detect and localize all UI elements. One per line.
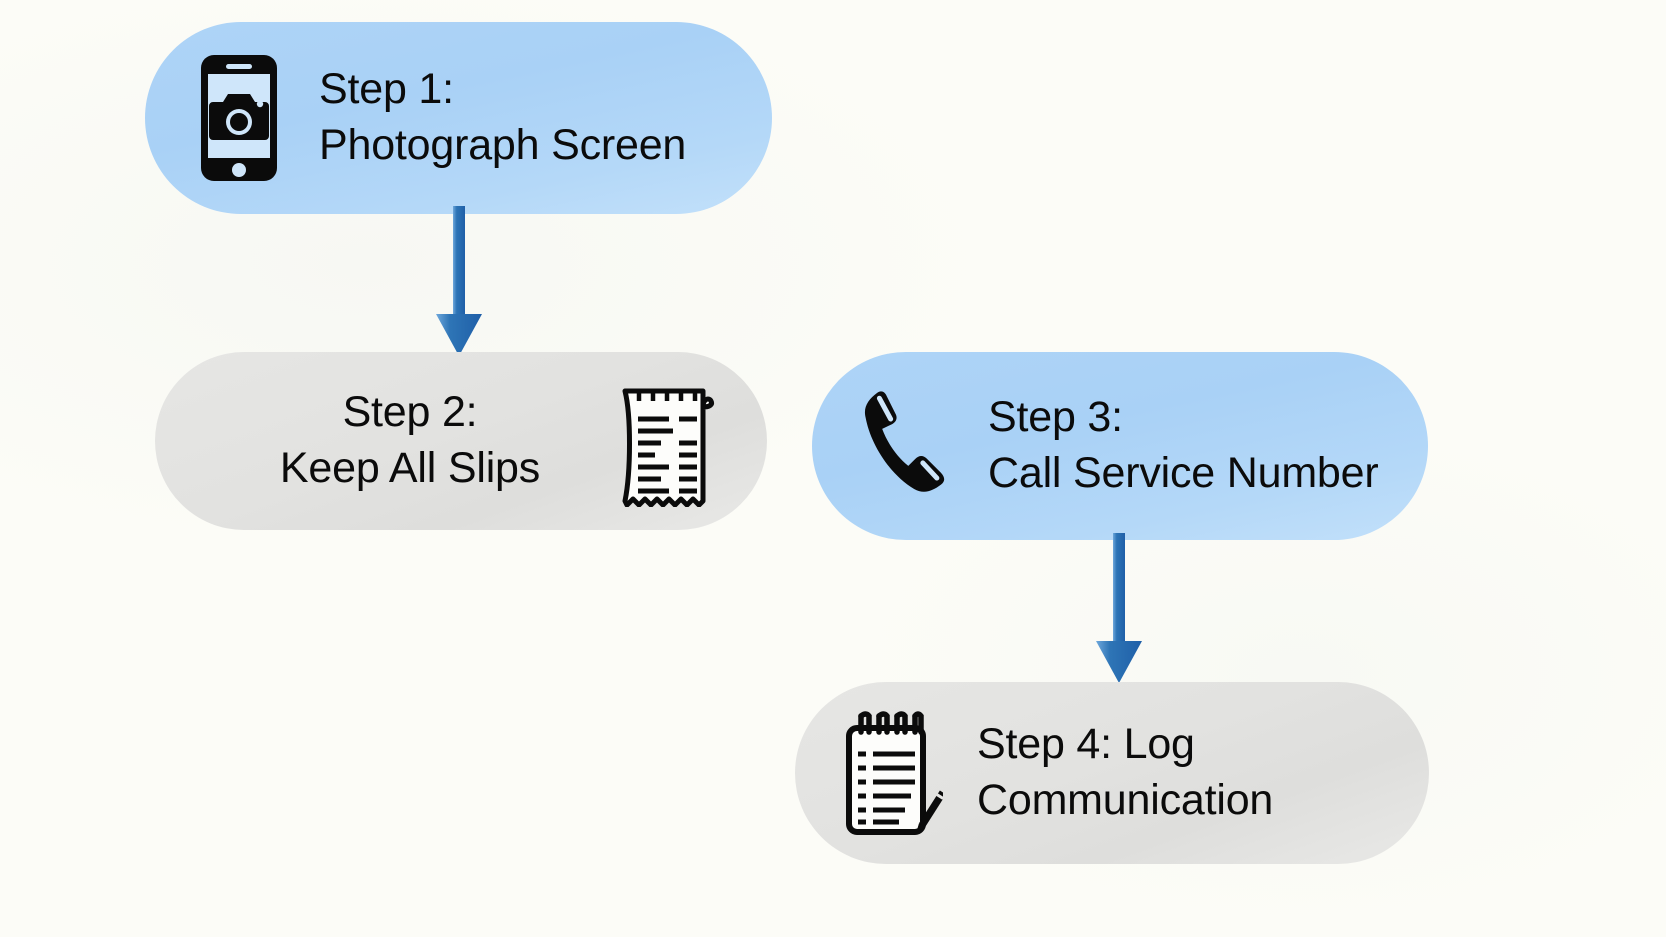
receipt-icon bbox=[611, 375, 719, 507]
node-step-3[interactable]: Step 3: Call Service Number bbox=[812, 352, 1428, 540]
node-step-2[interactable]: Step 2: Keep All Slips bbox=[155, 352, 767, 530]
node-step-4[interactable]: Step 4: Log Communication bbox=[795, 682, 1429, 864]
connector-arrow-step3-step4 bbox=[1088, 533, 1150, 685]
node-step-2-label: Step 2: Keep All Slips bbox=[279, 388, 541, 492]
node-step-4-label: Step 4: Log Communication bbox=[977, 720, 1274, 824]
node-step-1[interactable]: Step 1: Photograph Screen bbox=[145, 22, 772, 214]
node-step-1-label: Step 1: Photograph Screen bbox=[319, 65, 687, 169]
connector-arrow-step1-step2 bbox=[428, 206, 490, 358]
node-step-3-label: Step 3: Call Service Number bbox=[988, 393, 1379, 497]
notepad-pencil-icon bbox=[839, 710, 943, 836]
smartphone-camera-icon bbox=[193, 53, 285, 183]
telephone-handset-icon bbox=[840, 383, 966, 509]
